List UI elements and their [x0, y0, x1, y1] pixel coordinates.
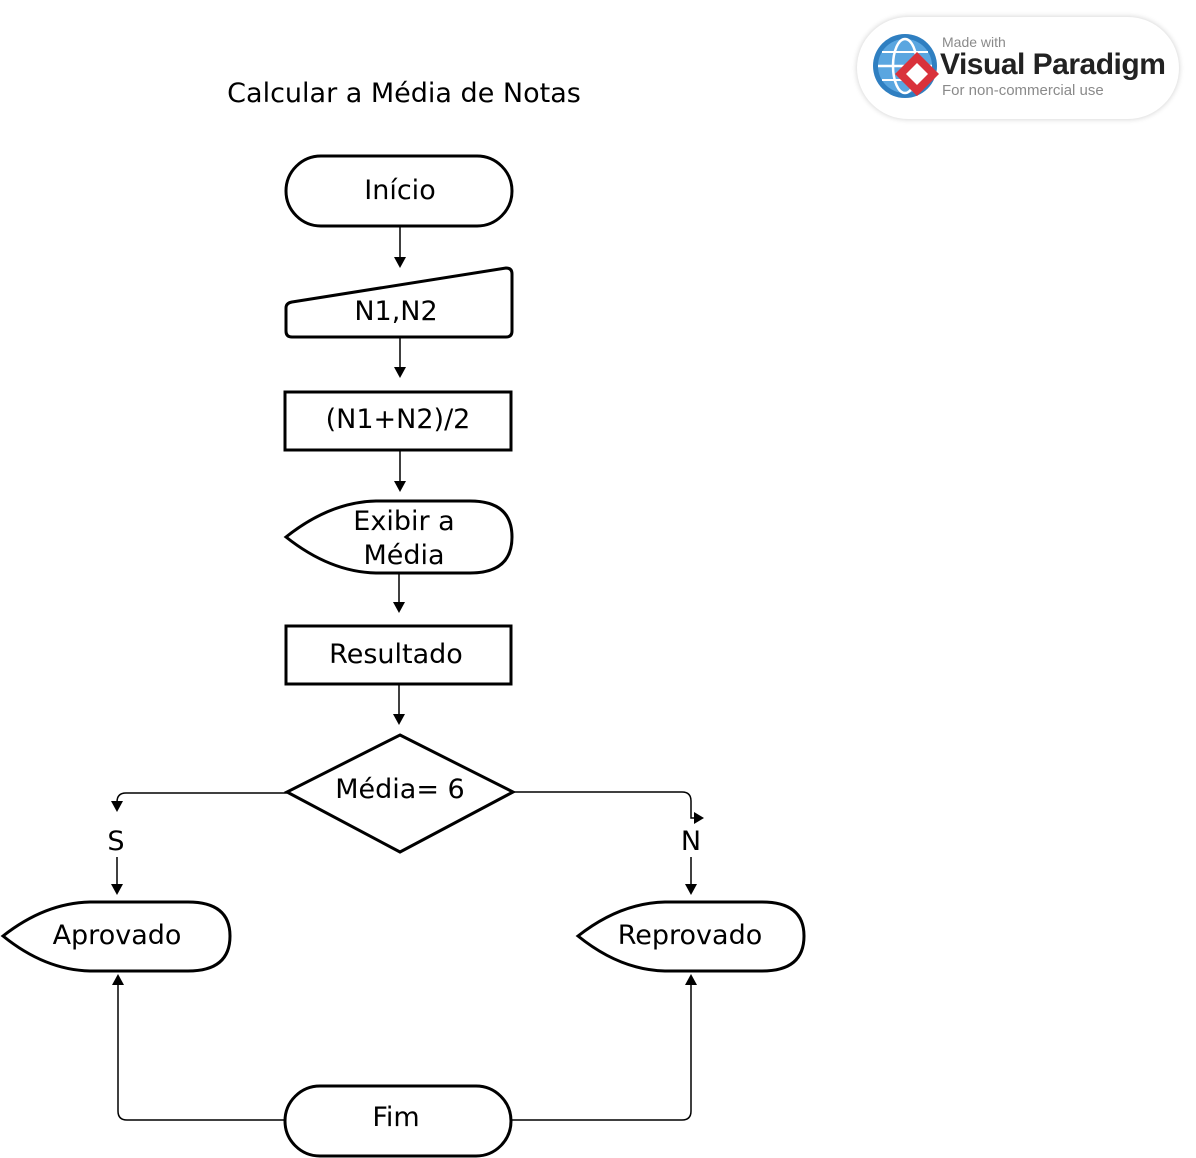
connector-display-to-result	[393, 573, 405, 613]
display-node[interactable]: Exibir a Média	[286, 501, 512, 573]
connector-process-to-display	[394, 450, 406, 492]
connector-result-to-decision	[393, 684, 405, 725]
input-node-label: N1,N2	[354, 296, 437, 327]
decision-node[interactable]: Média= 6	[287, 735, 513, 852]
connector-start-to-input	[394, 226, 406, 268]
watermark-note: For non-commercial use	[942, 82, 1104, 99]
connector-end-to-approved	[112, 974, 285, 1120]
visual-paradigm-logo	[871, 30, 945, 106]
watermark-brand: Visual Paradigm	[940, 48, 1165, 82]
input-node[interactable]: N1,N2	[286, 268, 512, 337]
approved-node[interactable]: Aprovado	[3, 902, 230, 971]
approved-node-label: Aprovado	[53, 920, 182, 951]
diagram-title: Calcular a Média de Notas	[227, 78, 581, 109]
display-node-label-line2: Média	[363, 540, 444, 571]
connector-decision-no	[513, 792, 704, 895]
failed-node-label: Reprovado	[618, 920, 763, 951]
process-node[interactable]: (N1+N2)/2	[285, 392, 511, 450]
result-node[interactable]: Resultado	[286, 626, 511, 684]
connector-input-to-process	[394, 337, 406, 378]
end-node-label: Fim	[372, 1102, 419, 1133]
decision-node-label: Média= 6	[335, 774, 464, 805]
display-node-label-line1: Exibir a	[353, 506, 454, 537]
process-node-label: (N1+N2)/2	[326, 404, 471, 435]
edge-label-no: N	[681, 826, 701, 857]
edge-label-yes: S	[107, 826, 124, 857]
end-node[interactable]: Fim	[285, 1086, 511, 1156]
connector-decision-yes	[111, 793, 287, 895]
watermark-badge: Made with Visual Paradigm For non-commer…	[857, 17, 1179, 119]
connector-end-to-failed	[511, 974, 697, 1120]
failed-node[interactable]: Reprovado	[578, 902, 804, 971]
start-node-label: Início	[364, 175, 435, 206]
start-node[interactable]: Início	[286, 156, 512, 226]
result-node-label: Resultado	[329, 639, 463, 670]
